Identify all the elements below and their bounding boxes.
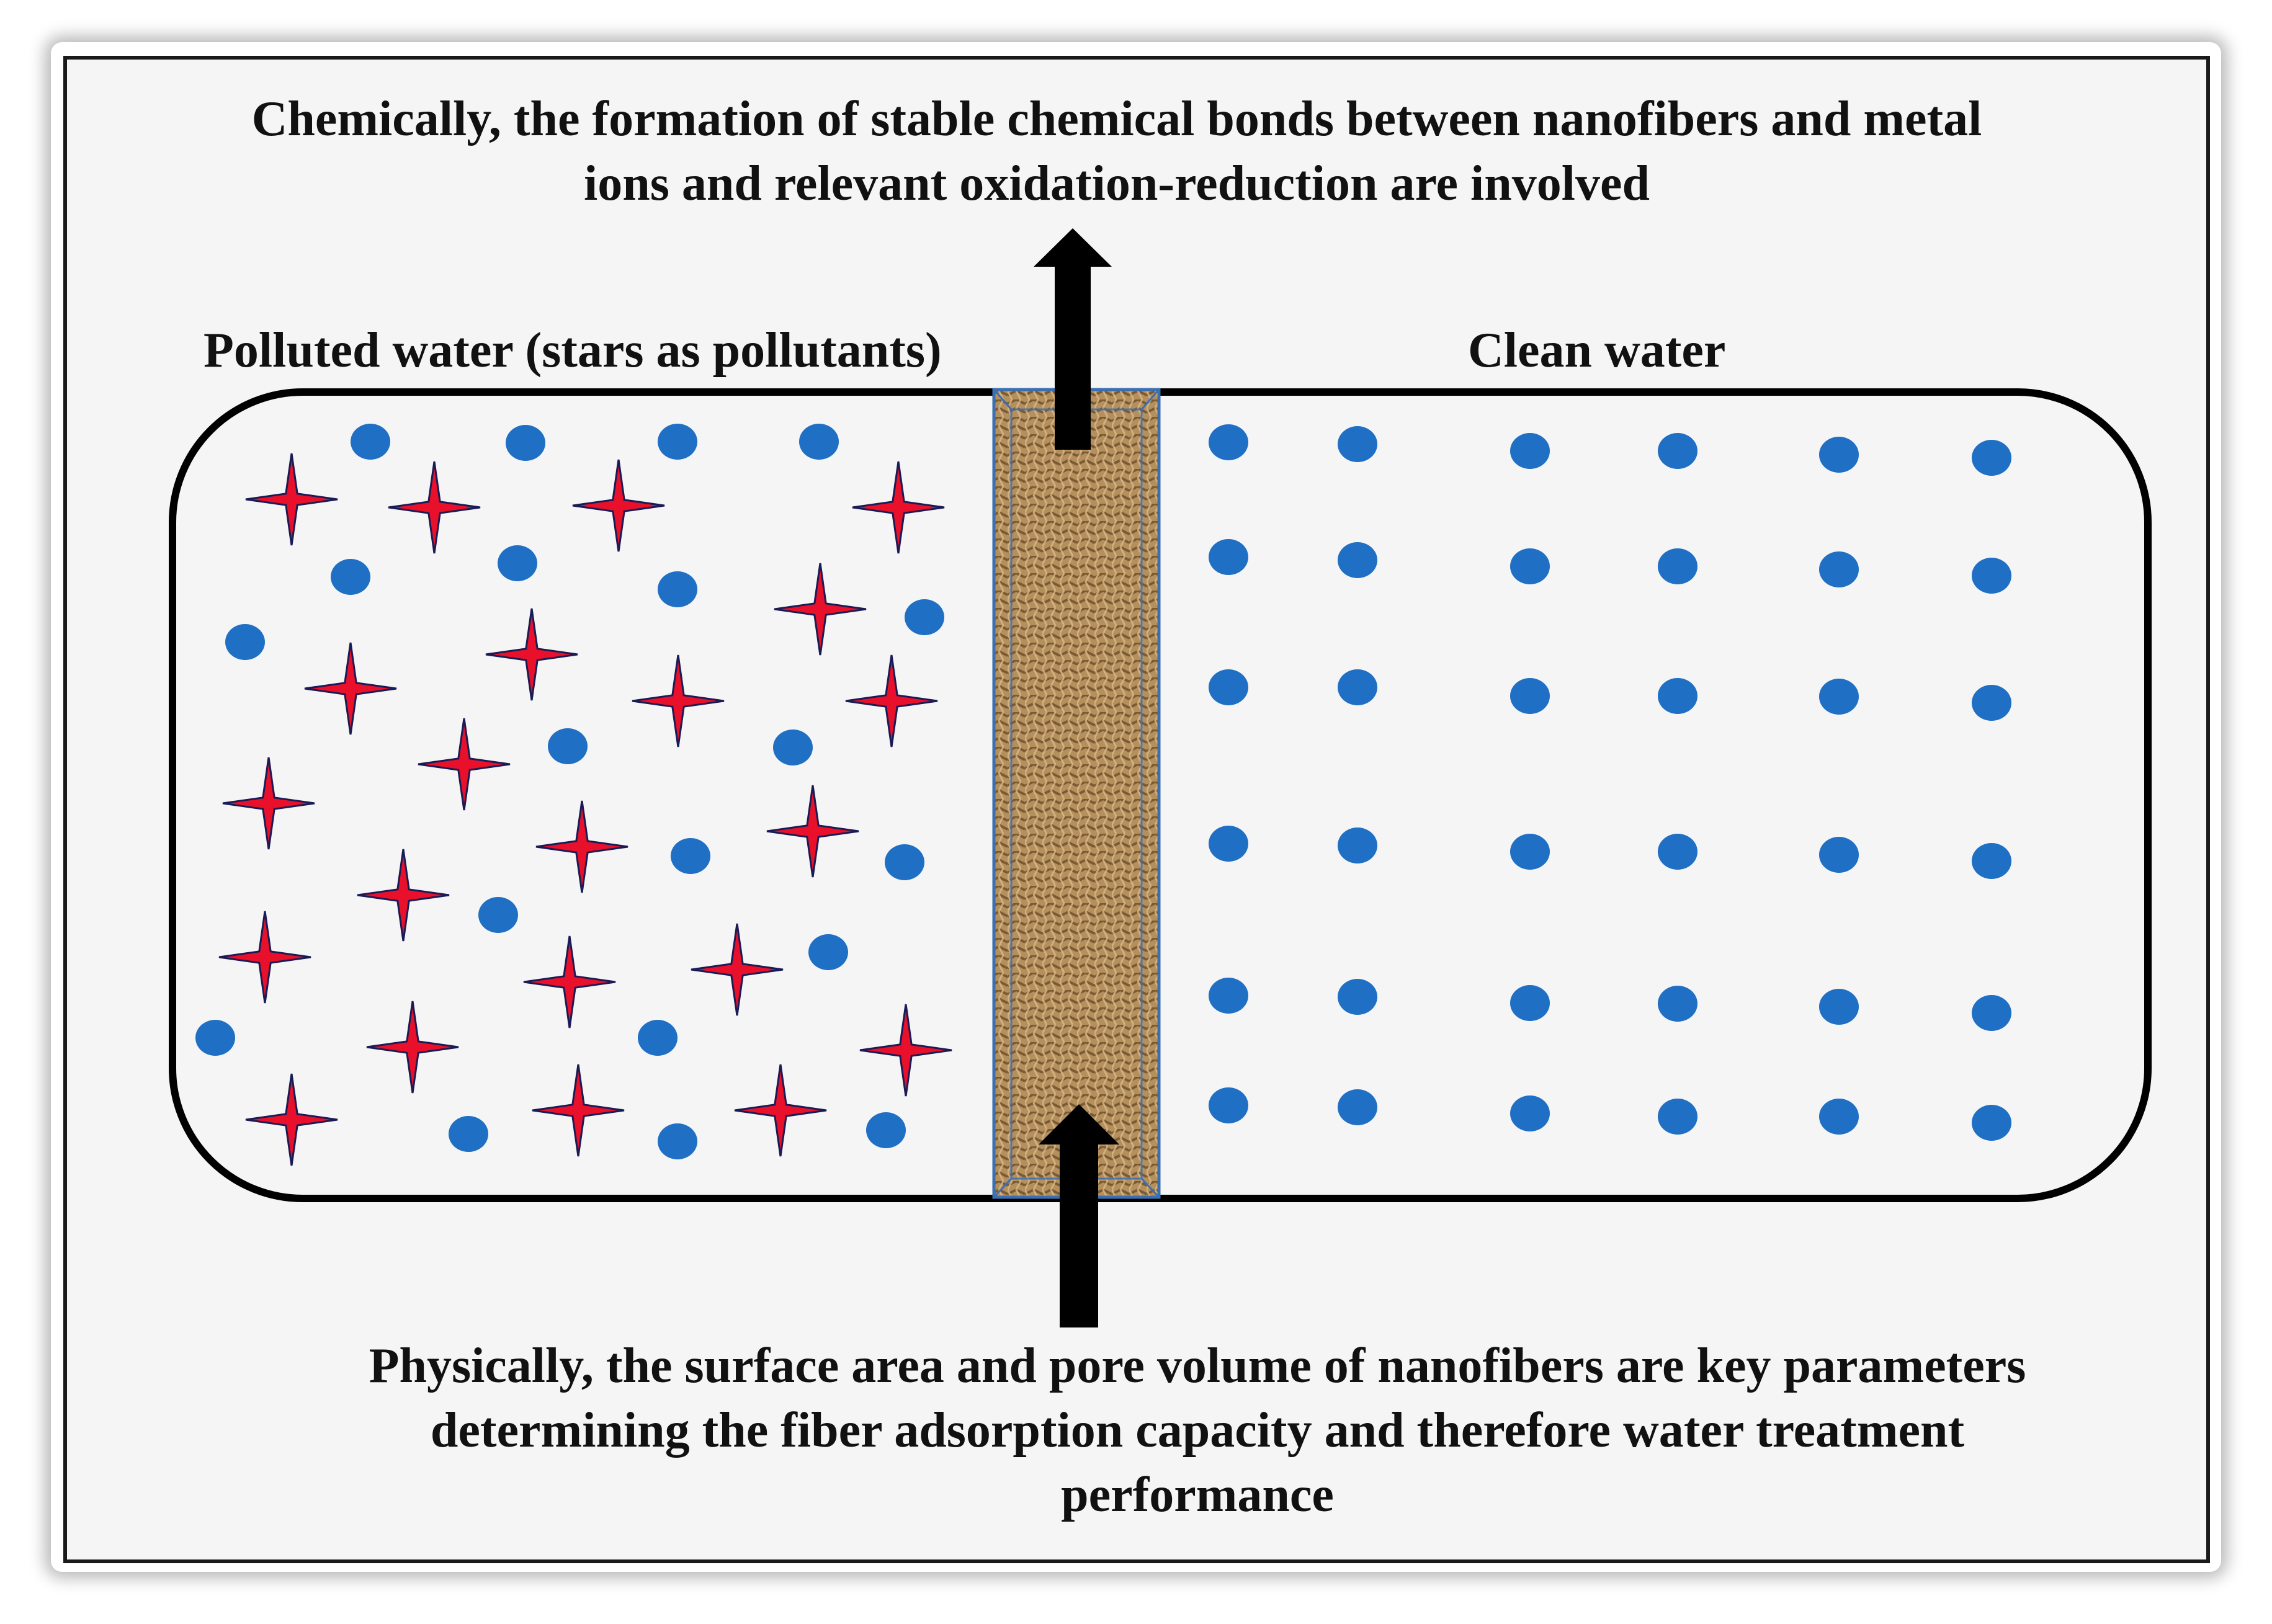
water-molecule-dot <box>506 425 545 461</box>
polluted-water-label: Polluted water (stars as pollutants) <box>203 323 942 378</box>
water-molecule-dot <box>1209 669 1248 705</box>
water-molecule-dot <box>548 728 588 764</box>
water-molecule-dot <box>1972 558 2011 594</box>
pollutant-star-icon <box>535 800 628 893</box>
pollutant-star-icon <box>357 849 450 942</box>
pollutant-star-icon <box>845 654 938 747</box>
water-molecule-dot <box>1658 433 1697 469</box>
water-molecule-dot <box>1510 433 1550 469</box>
water-molecule-dot <box>658 571 697 607</box>
water-molecule-dot <box>1510 548 1550 584</box>
water-molecule-dot <box>1510 678 1550 714</box>
pollutant-star-icon <box>222 757 315 850</box>
pollutant-star-icon <box>766 785 859 878</box>
nanofiber-membrane <box>992 388 1161 1199</box>
water-molecule-dot <box>1972 440 2011 476</box>
water-molecule-dot <box>1819 437 1859 473</box>
water-molecule-dot <box>1209 1087 1248 1123</box>
water-molecule-dot <box>808 934 848 970</box>
water-molecule-dot <box>1338 426 1377 462</box>
water-molecule-dot <box>1658 986 1697 1022</box>
pollutant-star-icon <box>218 911 311 1004</box>
pollutant-star-icon <box>852 461 945 554</box>
water-molecule-dot <box>498 545 537 581</box>
pollutant-star-icon <box>734 1064 827 1157</box>
water-molecule-dot <box>1338 1089 1377 1125</box>
water-molecule-dot <box>478 897 518 933</box>
pollutant-star-icon <box>632 654 725 747</box>
water-molecule-dot <box>1338 828 1377 863</box>
water-molecule-dot <box>1209 424 1248 460</box>
pollutant-star-icon <box>245 1073 338 1166</box>
water-molecule-dot <box>1510 985 1550 1021</box>
water-molecule-dot <box>1819 551 1859 587</box>
water-molecule-dot <box>1338 542 1377 578</box>
water-molecule-dot <box>658 1123 697 1159</box>
pollutant-star-icon <box>532 1064 625 1157</box>
water-molecule-dot <box>1510 1095 1550 1131</box>
water-molecule-dot <box>1972 843 2011 879</box>
up-arrow-icon <box>1034 228 1112 450</box>
water-molecule-dot <box>1338 979 1377 1015</box>
water-molecule-dot <box>866 1112 906 1148</box>
water-molecule-dot <box>331 559 370 595</box>
water-molecule-dot <box>773 729 813 765</box>
chemical-mechanism-caption: Chemically, the formation of stable chem… <box>251 92 1982 211</box>
water-molecule-dot <box>1209 826 1248 862</box>
pollutant-star-icon <box>774 563 867 656</box>
physical-mechanism-caption: Physically, the surface area and pore vo… <box>369 1339 2026 1522</box>
pollutant-star-icon <box>304 642 397 735</box>
water-molecule-dot <box>1658 678 1697 714</box>
water-molecule-dot <box>1209 539 1248 575</box>
water-molecule-dot <box>195 1020 235 1056</box>
water-molecule-dot <box>1819 679 1859 715</box>
clean-water-label: Clean water <box>1468 323 1726 378</box>
water-molecule-dot <box>1510 834 1550 870</box>
water-molecule-dot <box>351 424 390 460</box>
pollutant-star-icon <box>418 718 511 811</box>
water-molecule-dot <box>1338 669 1377 705</box>
water-molecule-dot <box>225 624 265 660</box>
water-molecule-dot <box>1972 685 2011 721</box>
water-molecule-dot <box>905 599 944 635</box>
water-molecule-dot <box>1972 1105 2011 1141</box>
water-molecule-dot <box>449 1116 488 1152</box>
pollutant-star-icon <box>572 459 665 552</box>
water-molecule-dot <box>1819 989 1859 1025</box>
water-molecule-dot <box>671 838 710 874</box>
water-molecule-dot <box>1819 1099 1859 1135</box>
water-molecule-dot <box>1658 834 1697 870</box>
pollutant-star-icon <box>691 923 784 1016</box>
water-molecule-dot <box>799 424 839 460</box>
up-arrow-icon <box>1039 1104 1119 1327</box>
pollutant-star-icon <box>859 1004 952 1097</box>
pollutant-star-icon <box>366 1001 459 1094</box>
pollutant-star-icon <box>485 608 578 701</box>
pollutant-star-icon <box>245 453 338 546</box>
water-molecule-dot <box>658 424 697 460</box>
pollutant-star-icon <box>523 935 616 1028</box>
water-molecule-dot <box>1972 995 2011 1031</box>
water-molecule-dot <box>638 1020 678 1056</box>
water-molecule-dot <box>885 844 924 880</box>
water-molecule-dot <box>1658 1099 1697 1135</box>
water-molecule-dot <box>1658 548 1697 584</box>
water-molecule-dot <box>1819 837 1859 873</box>
pollutant-star-icon <box>388 461 481 554</box>
water-molecule-dot <box>1209 978 1248 1014</box>
